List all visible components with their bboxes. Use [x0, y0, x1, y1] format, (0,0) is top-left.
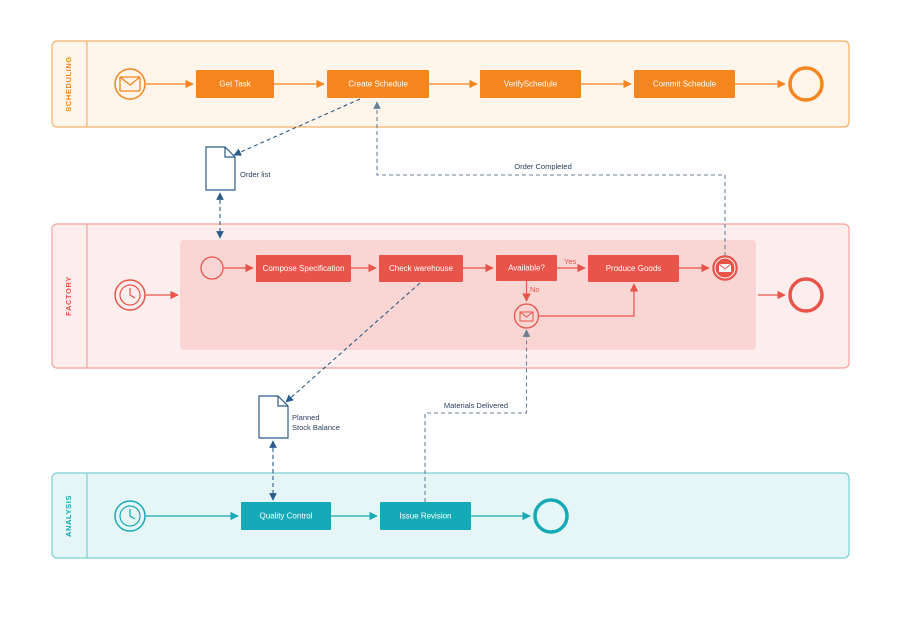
envelope-icon: [119, 76, 141, 92]
gateway-available[interactable]: Available?: [496, 255, 557, 281]
lane-scheduling: SCHEDULING Get Task Create Schedule Veri…: [51, 40, 850, 128]
lane-analysis-title: ANALYSIS: [64, 495, 73, 537]
factory-end-event[interactable]: [788, 277, 824, 313]
clock-icon: [119, 284, 141, 306]
analysis-end-event[interactable]: [533, 498, 569, 534]
lane-scheduling-title: SCHEDULING: [64, 56, 73, 112]
association-warehouse-to-planned: [285, 282, 421, 403]
order-completed-label: Order Completed: [514, 162, 572, 171]
analysis-timer-start-event[interactable]: [114, 500, 146, 532]
task-quality-control[interactable]: Quality Control: [241, 502, 331, 530]
task-compose-specification-label: Compose Specification: [263, 264, 345, 273]
order-list-label: Order list: [240, 170, 271, 179]
document-icon: [205, 146, 236, 191]
scheduling-start-event[interactable]: [114, 68, 146, 100]
gateway-available-label: Available?: [508, 264, 545, 273]
data-object-order-list[interactable]: Order list: [205, 146, 271, 191]
intermediate-message-event[interactable]: [513, 303, 540, 329]
task-check-warehouse[interactable]: Check warehouse: [379, 255, 463, 282]
clock-icon: [119, 505, 141, 527]
factory-message-end-event[interactable]: [712, 255, 738, 281]
task-quality-control-label: Quality Control: [260, 512, 313, 521]
task-verify-schedule[interactable]: VerifySchedule: [480, 70, 581, 98]
task-issue-revision-label: Issue Revision: [399, 512, 451, 521]
task-get-task[interactable]: Get Task: [196, 70, 274, 98]
task-commit-schedule[interactable]: Commit Schedule: [634, 70, 735, 98]
flow-factory-merge: [538, 283, 639, 317]
yes-label: Yes: [564, 257, 576, 266]
scheduling-end-event[interactable]: [788, 66, 824, 102]
task-produce-goods-label: Produce Goods: [606, 264, 662, 273]
factory-timer-start-event[interactable]: [114, 279, 146, 311]
planned-label-line2: Stock Balance: [292, 423, 340, 432]
message-flow-order-completed: [373, 101, 726, 256]
task-create-schedule[interactable]: Create Schedule: [327, 70, 429, 98]
task-compose-specification[interactable]: Compose Specification: [256, 255, 351, 282]
lane-factory-title: FACTORY: [64, 276, 73, 316]
envelope-icon: [718, 263, 732, 272]
task-check-warehouse-label: Check warehouse: [389, 264, 454, 273]
task-issue-revision[interactable]: Issue Revision: [380, 502, 471, 530]
materials-delivered-label: Materials Delivered: [444, 401, 508, 410]
task-create-schedule-label: Create Schedule: [348, 80, 408, 89]
data-object-planned-stock-balance[interactable]: Planned Stock Balance: [258, 395, 340, 439]
task-produce-goods[interactable]: Produce Goods: [588, 255, 679, 282]
lane-analysis: ANALYSIS Quality Control Issue Revision: [51, 472, 850, 559]
document-icon: [258, 395, 289, 439]
task-verify-schedule-label: VerifySchedule: [504, 80, 558, 89]
task-get-task-label: Get Task: [219, 80, 251, 89]
planned-label-line1: Planned: [292, 413, 320, 422]
lane-factory: FACTORY Compose Specification Check ware…: [51, 223, 850, 369]
association-create-to-orderlist: [233, 98, 361, 156]
envelope-icon: [519, 311, 534, 322]
no-label: No: [530, 285, 540, 294]
message-flow-materials-delivered: [424, 329, 531, 502]
task-commit-schedule-label: Commit Schedule: [653, 80, 717, 89]
subprocess-start-event[interactable]: [200, 256, 224, 280]
